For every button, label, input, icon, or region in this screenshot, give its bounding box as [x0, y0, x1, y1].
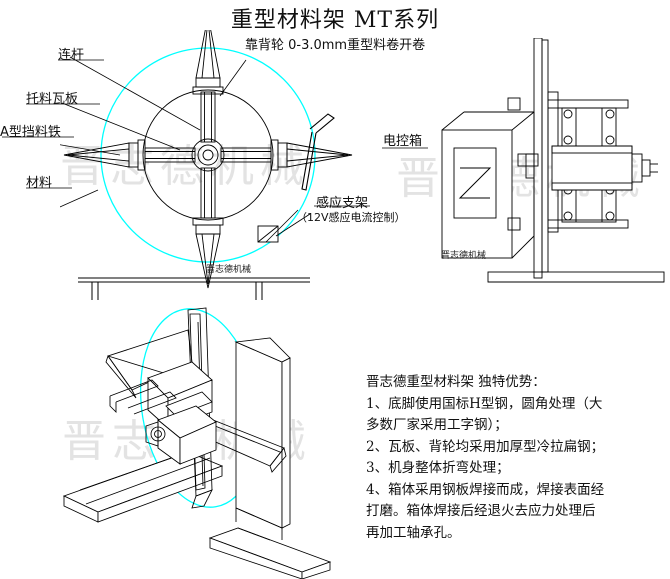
page-title: 重型材料架 MT系列	[230, 8, 440, 33]
shaft-bearing-block	[145, 405, 217, 465]
advantages-line-2: 多数厂家采用工字钢）；	[366, 417, 508, 433]
sensor-label-underline	[314, 205, 370, 207]
base-beam	[487, 271, 665, 283]
advantages-line-6: 打磨。箱体焊接后经退火去应力处理后	[366, 503, 596, 519]
advantages-line-1: 1、底脚使用国标H型钢，圆角处理（大	[366, 395, 603, 412]
callout-support-plate: 托料瓦板	[26, 92, 79, 107]
callout-material: 材料	[26, 176, 53, 191]
leader-lines-right	[219, 59, 311, 243]
leader-lines-left	[60, 56, 201, 208]
base-rail	[78, 277, 310, 300]
advantages-line-3: 2、瓦板、背轮均采用加厚型冷拉扁钢；	[366, 438, 605, 455]
isometric-view-drawing	[62, 307, 332, 579]
callout-sensor-bracket-note: （12V感应电流控制）	[296, 211, 406, 224]
control-box-brand-text: 晋志德机械	[441, 251, 487, 261]
callout-control-box: 电控箱	[383, 134, 423, 149]
mandrel-circle	[142, 89, 274, 221]
control-box-label-underline	[382, 147, 428, 149]
gearbox-housing	[551, 145, 658, 191]
advantages-block: 晋志德重型材料架 独特优势： 1、底脚使用国标H型钢，圆角处理（大 多数厂家采用…	[366, 372, 666, 544]
callout-back-wheel: 靠背轮 0-3.0mm重型料卷开卷	[245, 38, 426, 53]
roller-stack-upper	[561, 107, 617, 147]
advantages-line-7: 再加工轴承孔。	[366, 524, 461, 541]
machine-body	[234, 337, 291, 529]
side-view-drawing	[441, 38, 665, 283]
base-feet	[235, 508, 283, 540]
base-h-beam-left	[62, 445, 224, 523]
label-underlines-left	[2, 59, 104, 189]
callout-connecting-rod: 连杆	[58, 48, 85, 63]
coil-outer-circle-cyan	[100, 47, 316, 263]
advantages-line-5: 4、箱体采用钢板焊接而成，焊接表面经	[366, 481, 605, 498]
advantages-line-4: 3、机身整体折弯处理；	[366, 460, 510, 476]
front-view-drawing	[60, 30, 353, 300]
callout-stopper-iron: A型挡料铁	[0, 125, 61, 140]
base-h-beam-right	[208, 527, 332, 579]
guide-rails	[109, 379, 177, 415]
advantages-heading: 晋志德重型材料架 独特优势：	[366, 374, 546, 390]
control-box-enclosure	[441, 111, 535, 259]
sensor-box	[257, 225, 279, 243]
callout-sensor-bracket: 感应支架	[316, 196, 369, 211]
taper-shoes	[63, 30, 353, 289]
handle-bar	[301, 113, 335, 191]
caption-brand-front-view: 晋志德机械	[206, 265, 252, 275]
